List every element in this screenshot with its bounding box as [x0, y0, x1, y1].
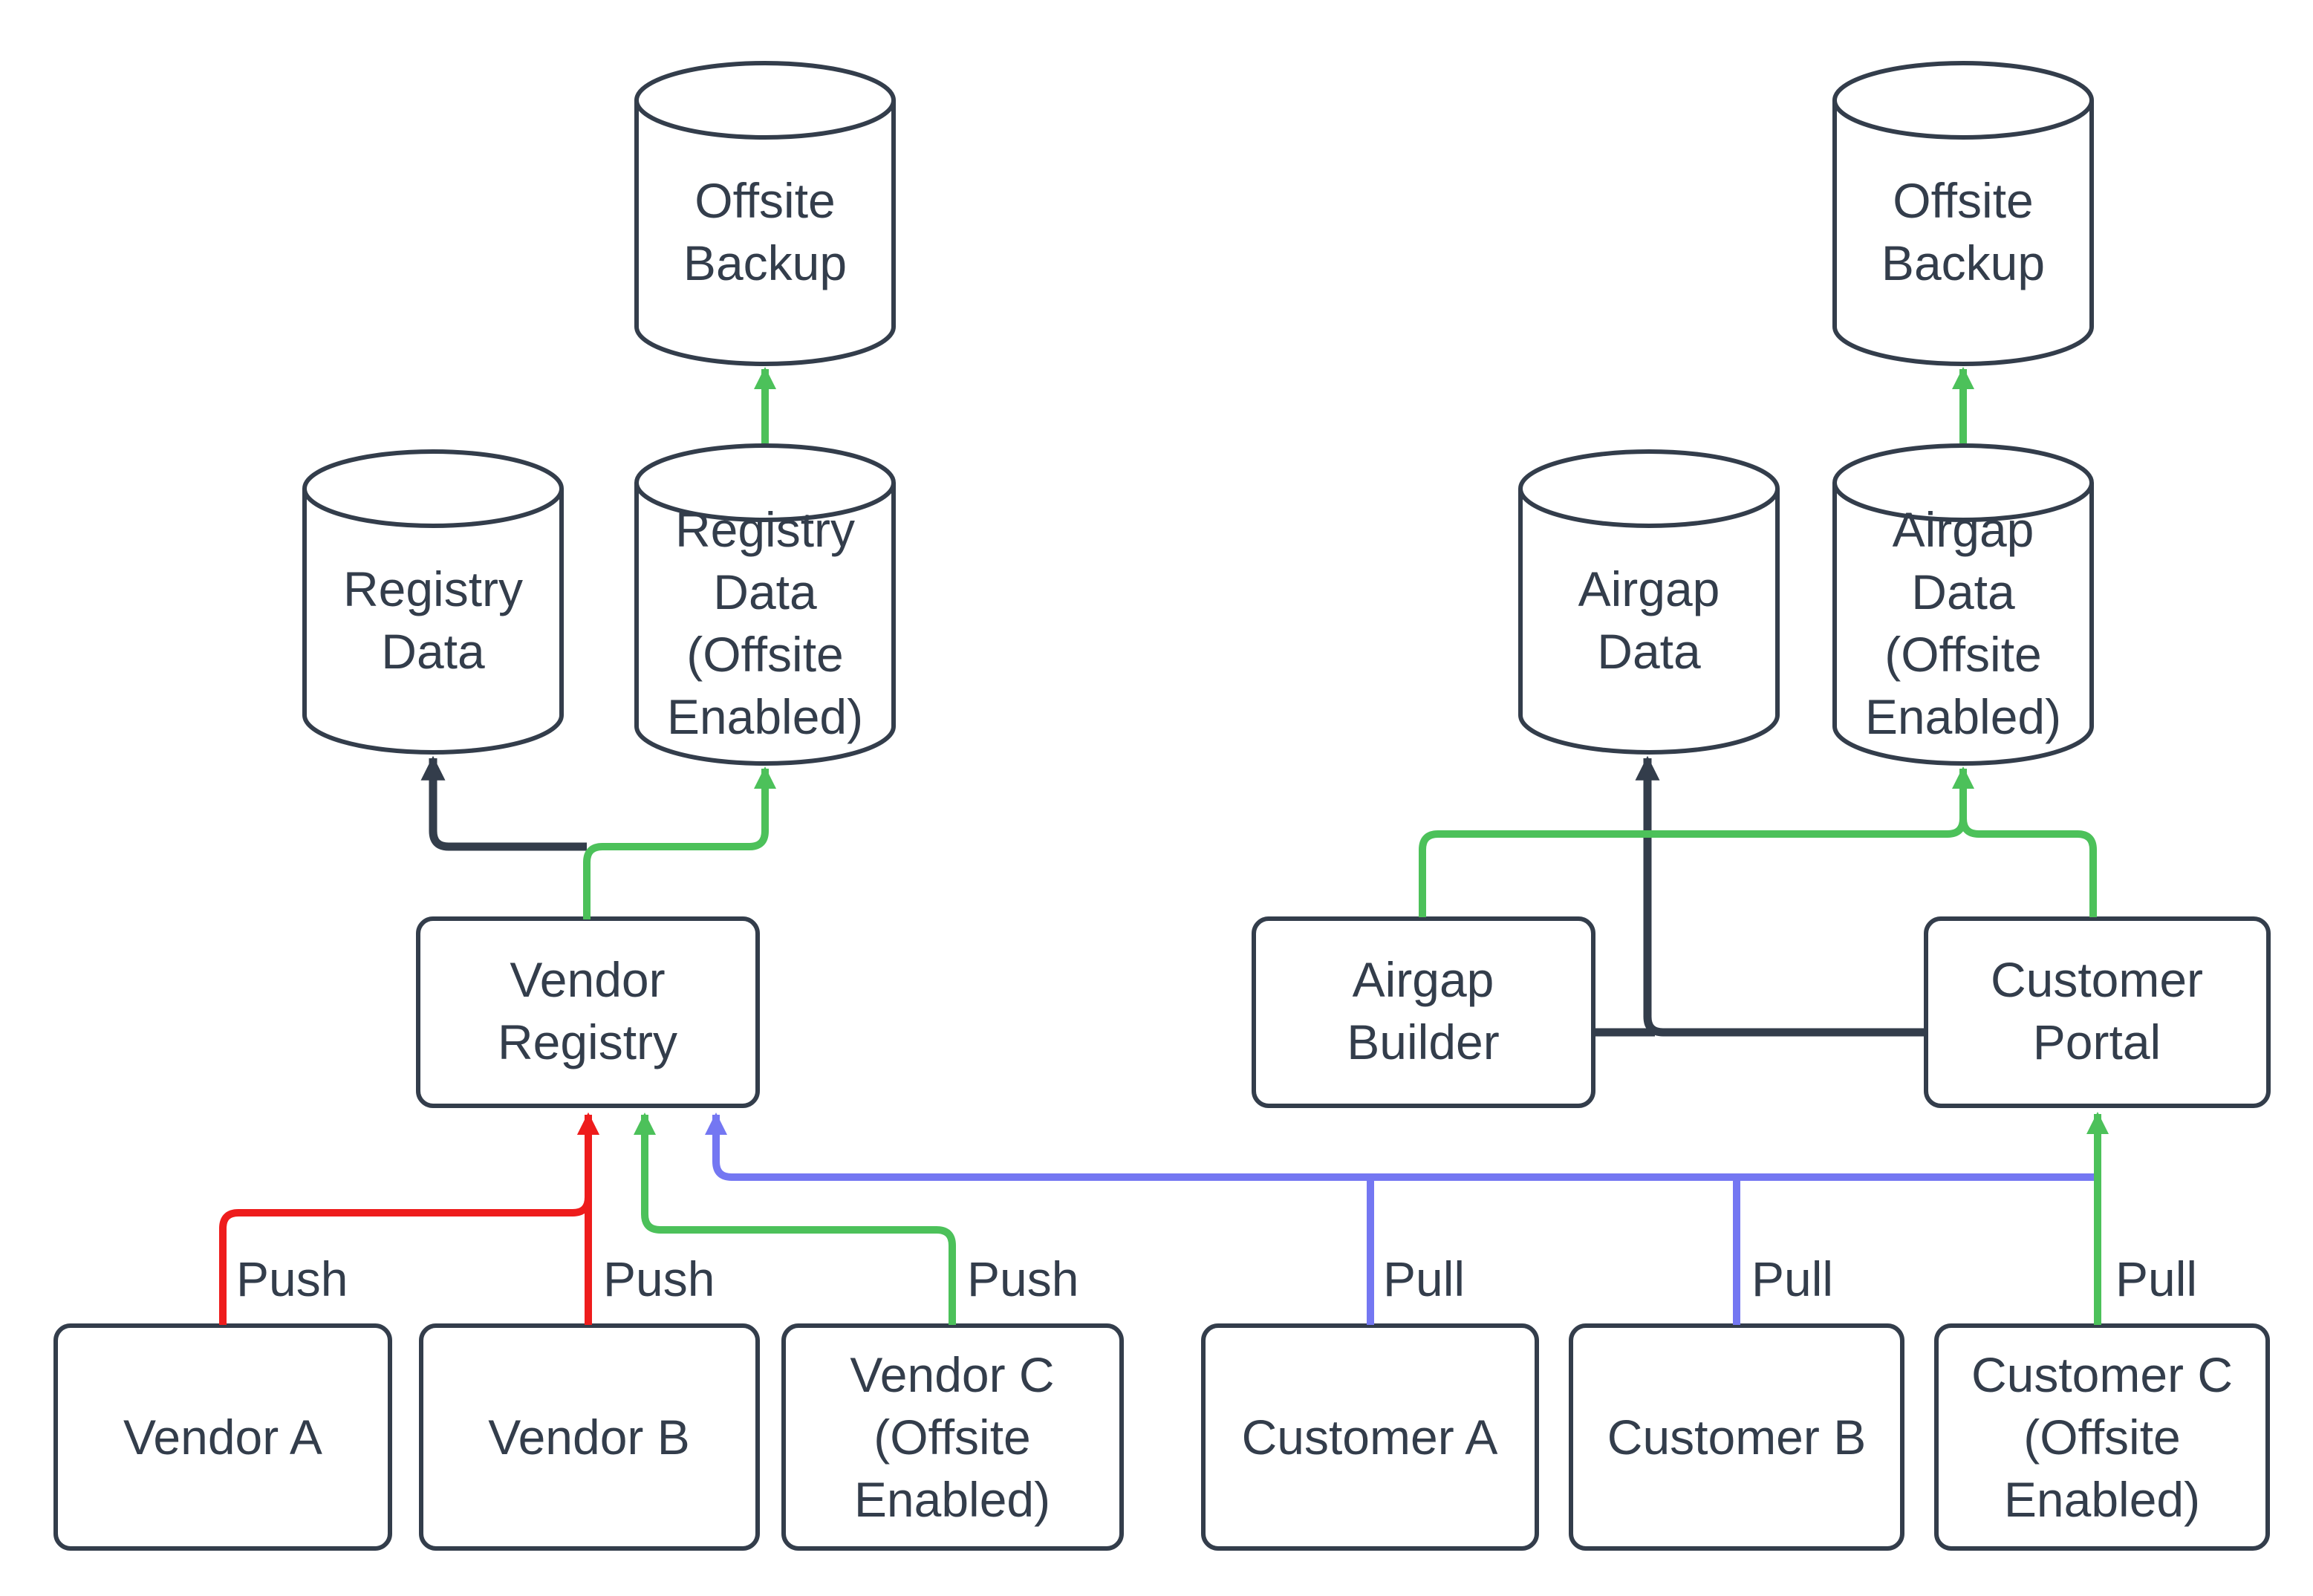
offsite-backup-right-cylinder	[1832, 61, 2094, 366]
edge-airgap-builder-to-airgap-data-offsite	[1419, 766, 1974, 917]
registry-data-cylinder	[302, 449, 564, 755]
registry-data-offsite-cylinder	[634, 443, 896, 766]
edge-vendor-registry-to-registry-data-offsite	[583, 766, 776, 919]
edge-customers-to-vendor-registry	[705, 1113, 2098, 1181]
customer-b-box	[1569, 1323, 1904, 1551]
airgap-data-cylinder	[1518, 449, 1780, 755]
edge-customer-portal-to-airgap-data	[1635, 755, 1926, 1037]
edge-vendor-registry-to-registry-data	[420, 755, 587, 851]
customer-c-box	[1934, 1323, 2270, 1551]
airgap-data-offsite-cylinder	[1832, 443, 2094, 766]
customer-portal-box	[1924, 916, 2271, 1108]
customer-a-box	[1201, 1323, 1539, 1551]
edge-vendor-c-to-vendor-registry	[634, 1113, 956, 1325]
vendor-registry-box	[416, 916, 760, 1108]
edge-vendor-a-to-vendor-registry	[219, 1113, 599, 1325]
vendor-b-box	[419, 1323, 760, 1551]
vendor-c-box	[781, 1323, 1124, 1551]
edge-customer-portal-to-airgap-data-offsite	[1959, 787, 2097, 917]
airgap-builder-box	[1252, 916, 1595, 1108]
offsite-backup-left-cylinder	[634, 61, 896, 366]
vendor-a-box	[53, 1323, 392, 1551]
